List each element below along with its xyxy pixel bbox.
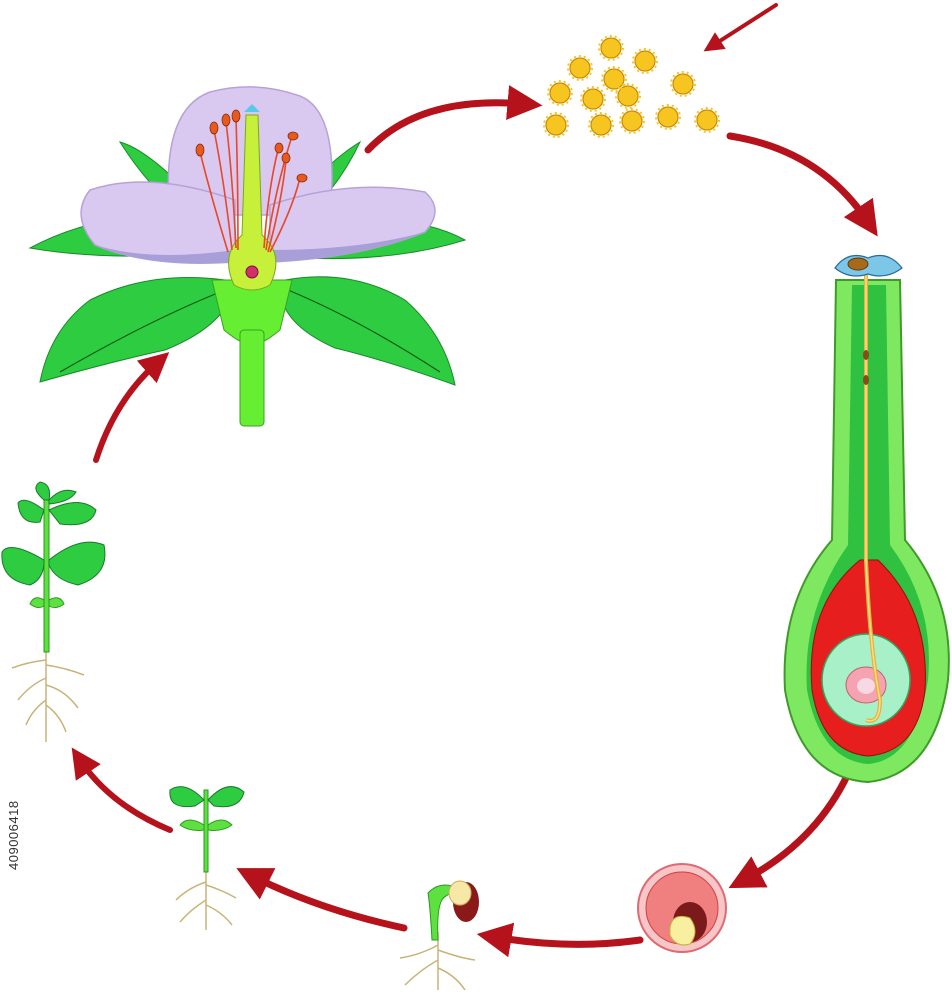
germination-shoot [427,884,460,941]
seedling-stem [203,789,209,873]
young-plant-stem [43,499,50,653]
seedling-roots [175,870,237,930]
arrow-pistil-to-seed [728,761,856,889]
young-plant-illustration [1,481,106,742]
arrow-seed-to-germination [476,922,644,958]
seedling-cotyledon-left [179,819,205,831]
seedling-illustration [169,786,245,930]
flower-petal-left-shadow [95,245,235,264]
young-plant-leaf-r1 [48,541,106,586]
flower-ovule [245,265,259,279]
cycle-arrows [71,3,878,958]
pollen-spikes [543,35,720,138]
seed-illustration [637,863,727,953]
flower-petal-right-shadow [270,232,425,262]
pollen-on-stigma [847,257,869,271]
seed-endosperm [669,915,696,946]
young-plant-leaf-r2 [48,502,97,526]
germination-roots [399,932,476,991]
flower-illustration [28,86,467,427]
young-plant-leaf-l2 [17,499,45,523]
arrow-plant-to-flower [93,352,170,463]
germination-illustration [399,880,479,991]
flower-stem [239,329,265,427]
stigma-cap [834,255,903,277]
stock-id-watermark: 409006418 [6,800,21,870]
arrow-incoming-pollen [703,3,778,52]
young-plant-leaf-top [35,481,51,501]
arrow-germination-to-seedling [236,868,408,932]
flower-leaf-front-left [39,277,231,383]
young-plant-leaf-top-r [48,489,77,505]
young-plant-cotyledon-l [29,597,45,609]
seedling-cotyledon-right [207,819,233,831]
germination-seed-yellow [448,880,472,906]
young-plant-cotyledon-r [48,597,65,609]
young-plant-roots [11,650,85,742]
pistil-section-illustration [783,255,950,784]
arrow-flower-to-pollen [364,85,543,154]
seedling-leaf-left [169,786,205,808]
young-plant-leaf-l1 [1,547,45,586]
flower-stigma [244,104,260,112]
arrow-pollen-to-pistil [726,132,878,237]
seedling-leaf-right [207,786,245,808]
flower-stamens [199,117,301,253]
flower-leaf-front-right [281,276,456,386]
flower-anthers [195,109,308,183]
sperm-nuclei [863,350,869,385]
arrow-seedling-to-plant [71,747,173,833]
pollen-grains [545,37,718,136]
